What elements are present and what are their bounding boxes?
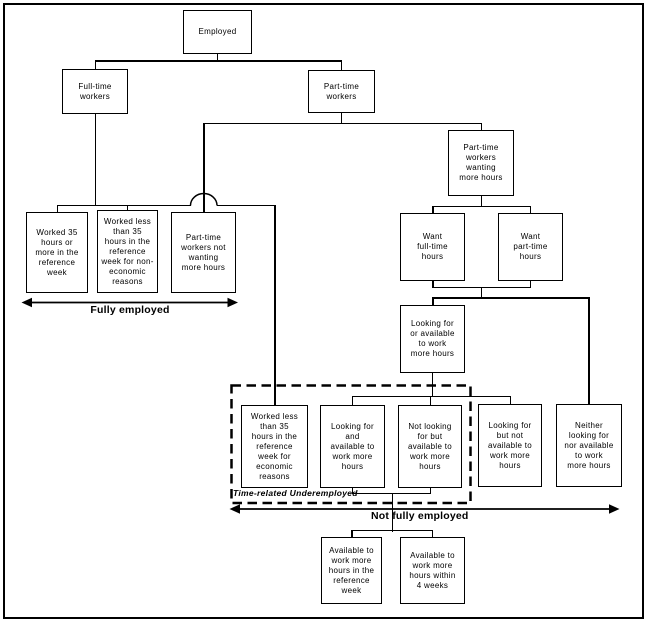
connector-fulltime-split-right	[216, 204, 276, 206]
connector-parttime-down	[340, 112, 342, 124]
connector-to-available-refweek	[351, 529, 353, 538]
connector-want-pt-down	[529, 280, 531, 288]
node-worked-less-economic: Worked less than 35 hours in the referen…	[241, 405, 308, 488]
connector-to-not-looking	[429, 395, 431, 406]
not-fully-employed-arrow	[229, 504, 620, 514]
node-looking-but-not-available: Looking for but not available to work mo…	[478, 404, 542, 487]
connector-to-fulltime	[94, 60, 96, 70]
node-not-looking-but-available: Not looking for but available to work mo…	[398, 405, 462, 488]
connector-to-looking-or-available	[432, 297, 434, 306]
node-full-time-workers: Full-time workers	[62, 69, 128, 114]
connector-available-merge	[351, 492, 431, 494]
connector-parttime-split	[203, 122, 482, 124]
node-worked-less-non-economic: Worked less than 35 hours in the referen…	[97, 210, 158, 293]
connector-employed-split	[94, 60, 342, 62]
connector-employed-down	[216, 54, 218, 61]
connector-to-want-parttime	[529, 205, 531, 215]
connector-availability-split	[432, 297, 590, 299]
node-available-reference-week: Available to work more hours in the refe…	[321, 537, 382, 604]
connector-to-non-economic	[126, 204, 128, 212]
connector-laa-down	[351, 487, 353, 494]
connector-to-economic	[274, 204, 276, 407]
time-related-underemployed-label: Time-related Underemployed	[233, 488, 358, 498]
fully-employed-label: Fully employed	[90, 304, 170, 316]
node-pt-workers-wanting-more-hours: Part-time workers wanting more hours	[448, 130, 514, 196]
connector-to-looking-and-available	[351, 395, 353, 406]
node-looking-or-available: Looking for or available to work more ho…	[400, 305, 465, 373]
node-want-full-time-hours: Want full-time hours	[400, 213, 465, 281]
connector-to-not-wanting	[203, 122, 205, 214]
node-neither-looking-nor-available: Neither looking for nor available to wor…	[556, 404, 622, 487]
page-border	[3, 3, 644, 619]
connector-available-split	[351, 529, 433, 531]
connector-to-wanting-more	[480, 122, 482, 132]
node-looking-and-available: Looking for and available to work more h…	[320, 405, 385, 488]
node-pt-workers-not-wanting: Part-time workers not wanting more hours	[171, 212, 236, 293]
connector-fulltime-split-left	[56, 204, 191, 206]
connector-to-neither	[588, 297, 590, 405]
connector-underemployed-split	[351, 395, 511, 397]
node-want-part-time-hours: Want part-time hours	[498, 213, 563, 281]
connector-nlba-down	[429, 487, 431, 494]
connector-want-split	[432, 205, 531, 207]
time-related-underemployed-dashed-box	[230, 384, 472, 505]
connector-to-available-4weeks	[431, 529, 433, 538]
connector-merge-down	[480, 286, 482, 299]
connector-to-looking-not-available	[509, 395, 511, 405]
connector-to-parttime	[340, 60, 342, 71]
not-fully-employed-label: Not fully employed	[371, 510, 469, 522]
connector-to-want-fulltime	[432, 205, 434, 215]
line-hop	[189, 192, 218, 206]
node-part-time-workers: Part-time workers	[308, 70, 375, 113]
fully-employed-arrow	[21, 297, 238, 308]
node-worked-35-plus: Worked 35 hours or more in the reference…	[26, 212, 88, 293]
connector-wanting-down	[480, 195, 482, 207]
node-available-4-weeks: Available to work more hours within 4 we…	[400, 537, 465, 604]
node-employed: Employed	[183, 10, 252, 54]
connector-want-ft-down	[432, 280, 434, 288]
connector-fulltime-down	[94, 113, 96, 206]
connector-to-worked35	[56, 204, 58, 214]
connector-available-down	[391, 492, 393, 532]
